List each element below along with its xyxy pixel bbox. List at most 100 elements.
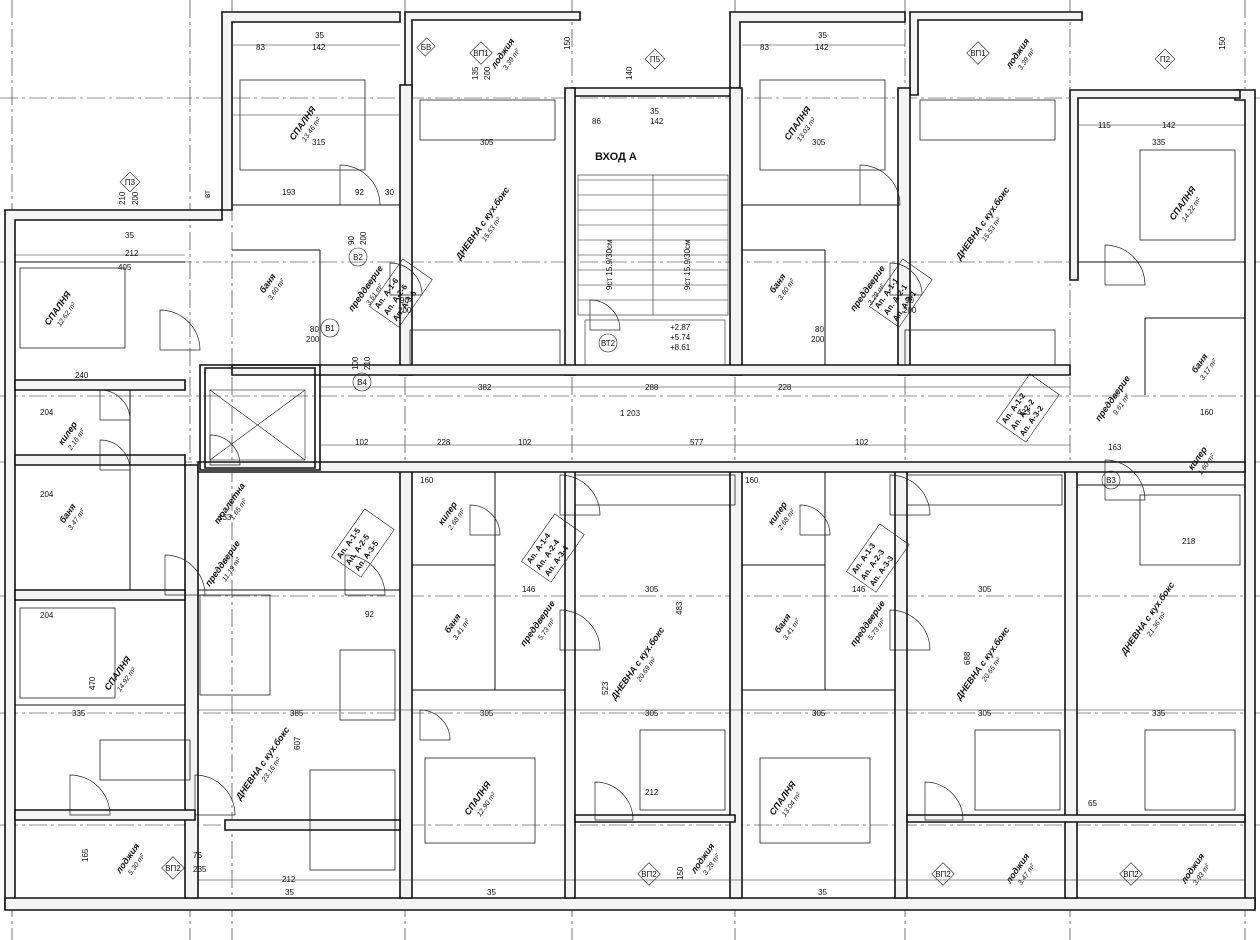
door-swing — [69, 774, 111, 816]
svg-text:523: 523 — [601, 681, 610, 695]
svg-text:83: 83 — [760, 43, 769, 52]
svg-text:102: 102 — [355, 438, 369, 447]
tag-b4: B4 — [352, 372, 372, 392]
svg-text:423: 423 — [1017, 408, 1031, 417]
svg-text:228: 228 — [437, 438, 451, 447]
svg-text:135: 135 — [471, 66, 480, 80]
svg-text:ВП1: ВП1 — [473, 49, 489, 58]
svg-text:ВП2: ВП2 — [935, 870, 951, 879]
sofa-6 — [1144, 729, 1236, 811]
room-name: ДНЕВНА с кух.бокс — [453, 185, 511, 262]
svg-text:165: 165 — [81, 848, 90, 862]
stair-level-2: +5.74 — [670, 333, 691, 342]
svg-text:вт: вт — [203, 190, 212, 198]
svg-text:200: 200 — [483, 66, 492, 80]
svg-text:160: 160 — [420, 476, 434, 485]
svg-text:335: 335 — [72, 709, 86, 718]
svg-text:204: 204 — [40, 611, 54, 620]
door-swing — [344, 554, 386, 596]
door-swing — [924, 781, 964, 821]
svg-text:133: 133 — [218, 513, 232, 522]
bed-1 — [239, 79, 366, 171]
tag-vp2d: ВП2 — [931, 862, 955, 886]
svg-text:115: 115 — [1098, 121, 1111, 130]
bed-6 — [424, 757, 536, 844]
door-swing — [594, 781, 634, 821]
svg-text:204: 204 — [40, 490, 54, 499]
door-swing — [164, 554, 206, 596]
svg-text:ВП1: ВП1 — [970, 49, 986, 58]
apartment-label-a6: Ап. А-1-6 Ап. А-2-6 Ап. А-3-6 — [369, 258, 433, 328]
svg-text:305: 305 — [480, 138, 494, 147]
room-name: ДНЕВНА с кух.бокс — [1118, 580, 1176, 657]
svg-text:160: 160 — [1200, 408, 1214, 417]
svg-text:150: 150 — [676, 866, 685, 880]
tag-vp1b: ВП1 — [966, 41, 990, 65]
door-swing — [1104, 459, 1146, 501]
svg-text:35: 35 — [125, 231, 134, 240]
svg-text:200: 200 — [131, 191, 140, 205]
svg-text:90: 90 — [347, 236, 356, 245]
svg-text:92: 92 — [365, 610, 374, 619]
sofa-2 — [919, 99, 1056, 141]
svg-text:335: 335 — [1152, 138, 1166, 147]
tag-b3: B3 — [1101, 470, 1121, 490]
dining-table — [339, 649, 396, 721]
door-swing — [194, 774, 236, 816]
door-swing — [799, 504, 831, 536]
svg-text:90: 90 — [905, 296, 914, 305]
door-swing — [99, 439, 131, 471]
stair-label-1: 9ст 15.9/30см — [605, 239, 614, 290]
stair-label-2: 9ст 15.9/30см — [683, 239, 692, 290]
tag-vp2c: ВП2 — [1119, 862, 1143, 886]
door-swing — [469, 504, 501, 536]
dimension-lines — [15, 44, 1245, 881]
svg-text:212: 212 — [645, 788, 659, 797]
svg-text:305: 305 — [978, 585, 992, 594]
tag-b1: B1 — [320, 318, 340, 338]
door-swing — [1104, 244, 1146, 286]
elevator-shaft — [209, 389, 306, 461]
svg-text:305: 305 — [978, 709, 992, 718]
tag-vt: вт — [203, 190, 212, 198]
door-swing — [419, 709, 451, 741]
exterior-walls — [4, 11, 1256, 911]
svg-text:150: 150 — [563, 36, 572, 50]
svg-text:90: 90 — [400, 296, 409, 305]
door-swing — [209, 434, 241, 466]
door-swing — [859, 164, 901, 206]
svg-text:160: 160 — [745, 476, 759, 485]
svg-text:100: 100 — [351, 356, 360, 370]
svg-text:142: 142 — [312, 43, 326, 52]
tag-vp1: ВП1 — [469, 41, 493, 65]
svg-text:80: 80 — [310, 325, 319, 334]
kitchen-6 — [1139, 494, 1241, 566]
svg-text:35: 35 — [818, 31, 827, 40]
svg-text:35: 35 — [315, 31, 324, 40]
svg-text:80: 80 — [815, 325, 824, 334]
room-name: ДНЕВНА с кух.бокс — [953, 625, 1011, 702]
svg-text:БВ: БВ — [421, 43, 432, 52]
door-swing — [339, 164, 381, 206]
svg-text:335: 335 — [1152, 709, 1166, 718]
svg-text:212: 212 — [282, 875, 296, 884]
tag-p2: П2 — [1154, 48, 1176, 70]
svg-text:193: 193 — [282, 188, 296, 197]
svg-text:470: 470 — [88, 676, 97, 690]
svg-text:305: 305 — [812, 709, 826, 718]
svg-text:1 203: 1 203 — [620, 409, 641, 418]
room-name: ДНЕВНА с кух.бокс — [953, 185, 1011, 262]
svg-text:212: 212 — [125, 249, 139, 258]
svg-text:210: 210 — [118, 191, 127, 205]
svg-text:305: 305 — [645, 585, 659, 594]
door-swing — [559, 609, 601, 651]
tag-vp2b: ВП2 — [637, 862, 661, 886]
svg-text:142: 142 — [815, 43, 829, 52]
tag-b2: B2 — [348, 247, 368, 267]
svg-text:П3: П3 — [125, 178, 136, 187]
tag-bv: БВ — [416, 37, 436, 57]
kitchen-2 — [904, 329, 1056, 366]
sofa-1 — [419, 99, 556, 141]
svg-text:B1: B1 — [325, 324, 335, 333]
door-swing — [889, 474, 931, 516]
